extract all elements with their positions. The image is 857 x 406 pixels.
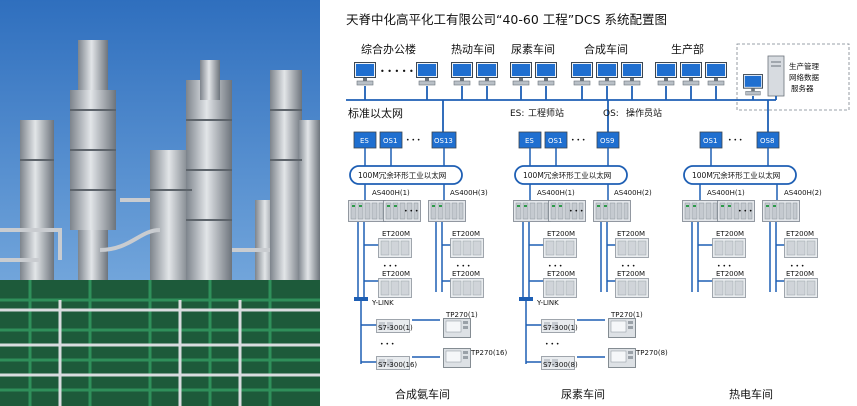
s7-label: S7-300(16): [378, 361, 417, 369]
ring-label: 100M冗余环形工业以太网: [692, 170, 780, 180]
ethernet-bus: [346, 86, 777, 132]
ellipsis: • • •: [571, 137, 585, 144]
ellipsis: • • •: [404, 208, 418, 215]
as-label-left: AS400H(1): [707, 189, 745, 197]
s7-label: S7-300(1): [543, 324, 578, 332]
group-label-synthesis: 合成车间: [584, 42, 628, 56]
tp-label: TP270(16): [470, 349, 507, 357]
ellipsis: • • •: [790, 263, 804, 270]
ellipsis: • • •: [548, 263, 562, 270]
top-workstations: • • • • • •: [354, 62, 727, 86]
ellipsis: • • •: [406, 137, 420, 144]
as-label-left: AS400H(1): [372, 189, 410, 197]
ethernet-label: 标准以太网: [348, 106, 403, 120]
ring-network: [683, 165, 797, 185]
dcs-diagram: 天脊中化高平化工有限公司“40-60 工程”DCS 系统配置图 综合办公楼 热动…: [320, 0, 857, 406]
et-label: ET200M: [617, 270, 645, 278]
station-label: OS1: [703, 137, 717, 145]
os-key: OS:: [603, 109, 619, 119]
station-label: OS13: [434, 137, 453, 145]
server-label-2: 网络数据: [789, 72, 819, 82]
et-label: ET200M: [786, 270, 814, 278]
ellipsis: • • •: [738, 208, 752, 215]
et-label: ET200M: [382, 230, 410, 238]
ellipsis: • • •: [545, 341, 559, 348]
server-box: 生产管理 网络数据 服务器: [736, 43, 850, 111]
workshop-ammonia: ES OS1 • • • OS13 100M冗余环形工业以太网 AS400H(1…: [348, 131, 507, 401]
ylink-bar: [519, 297, 533, 301]
steel-structure: [0, 280, 320, 406]
as-label-right: AS400H(2): [614, 189, 652, 197]
os-desc: 操作员站: [626, 107, 662, 119]
et-label: ET200M: [452, 230, 480, 238]
et-label: ET200M: [716, 270, 744, 278]
group-label-production: 生产部: [671, 42, 704, 56]
ellipsis: • • •: [717, 263, 731, 270]
et-label: ET200M: [547, 270, 575, 278]
workshop-urea: ES OS1 • • • OS9 100M冗余环形工业以太网 AS400H(1)…: [513, 131, 668, 401]
plant-photo: [0, 0, 320, 406]
station-label: ES: [525, 137, 534, 145]
workshop-name-thermal-power: 热电车间: [729, 387, 773, 401]
et-label: ET200M: [547, 230, 575, 238]
group-label-thermal: 热动车间: [451, 42, 495, 56]
as-label-left: AS400H(1): [537, 189, 575, 197]
as-label-right: AS400H(2): [784, 189, 822, 197]
server-label-3: 服务器: [791, 83, 814, 93]
office-ellipsis: • • • • • •: [380, 67, 421, 76]
et-label: ET200M: [716, 230, 744, 238]
ring-network: [514, 165, 628, 185]
ellipsis: • • •: [383, 263, 397, 270]
ellipsis: • • •: [728, 137, 742, 144]
ring-label: 100M冗余环形工业以太网: [358, 170, 446, 180]
tp-label: TP270(1): [445, 311, 478, 319]
server-label-1: 生产管理: [789, 61, 819, 71]
tp-label: TP270(1): [610, 311, 643, 319]
station-label: ES: [360, 137, 369, 145]
ellipsis: • • •: [569, 208, 583, 215]
et-label: ET200M: [382, 270, 410, 278]
diagram-title: 天脊中化高平化工有限公司“40-60 工程”DCS 系统配置图: [346, 12, 667, 27]
station-label: OS8: [760, 137, 774, 145]
s7-label: S7-300(8): [543, 361, 578, 369]
workshop-thermal-power: OS1 • • • OS8 100M冗余环形工业以太网 AS400H(1) AS…: [682, 131, 822, 401]
s7-label: S7-300(1): [378, 324, 413, 332]
es-key: ES:: [510, 109, 524, 119]
ylink-bar: [354, 297, 368, 301]
workshop-name-urea: 尿素车间: [561, 387, 605, 401]
et-label: ET200M: [617, 230, 645, 238]
ylink-label: Y-LINK: [536, 299, 559, 307]
es-desc: 工程师站: [528, 107, 564, 119]
ellipsis: • • •: [456, 263, 470, 270]
station-label: OS1: [548, 137, 562, 145]
ellipsis: • • •: [621, 263, 635, 270]
station-label: OS1: [383, 137, 397, 145]
ring-label: 100M冗余环形工业以太网: [523, 170, 611, 180]
group-label-office: 综合办公楼: [361, 42, 416, 56]
group-label-urea: 尿素车间: [511, 42, 555, 56]
ring-network: [349, 165, 463, 185]
tp-label: TP270(8): [635, 349, 668, 357]
et-label: ET200M: [452, 270, 480, 278]
ellipsis: • • •: [380, 341, 394, 348]
ylink-label: Y-LINK: [371, 299, 394, 307]
as-label-right: AS400H(3): [450, 189, 488, 197]
workshop-name-ammonia: 合成氨车间: [395, 387, 450, 401]
et-label: ET200M: [786, 230, 814, 238]
station-label: OS9: [600, 137, 614, 145]
